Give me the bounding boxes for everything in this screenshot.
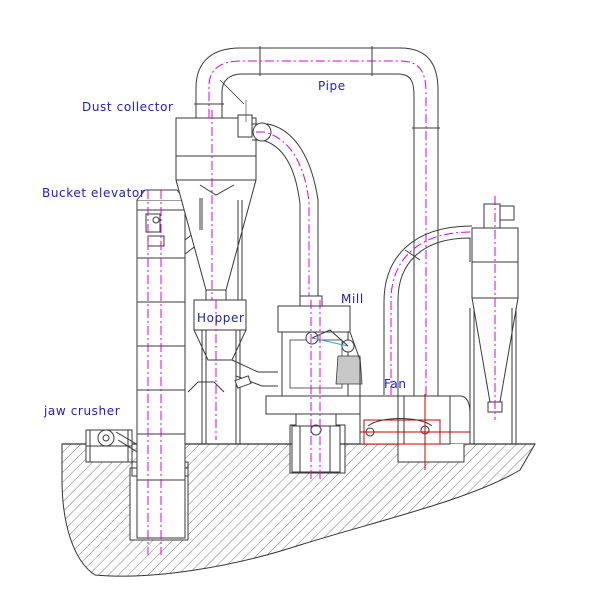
fan: [359, 392, 471, 470]
material-pile: [335, 355, 363, 385]
label-jaw-crusher: jaw crusher: [43, 404, 120, 418]
label-fan: Fan: [384, 377, 407, 391]
hopper: [187, 299, 278, 444]
label-mill: Mill: [341, 292, 364, 306]
dust-collector: [175, 110, 257, 300]
label-dust-collector: Dust collector: [82, 100, 174, 114]
flywheel-icon: [97, 429, 115, 447]
label-bucket-elevator: Bucket elevator: [42, 186, 145, 200]
label-pipe: Pipe: [318, 79, 346, 93]
pipe: [194, 46, 473, 420]
labels: Dust collector Pipe Bucket elevator Mill…: [42, 79, 407, 418]
elevator-motor: [145, 213, 161, 233]
label-hopper: Hopper: [197, 311, 245, 325]
cyclone: [469, 196, 519, 444]
mill: [265, 295, 371, 480]
leader-lines: [219, 79, 247, 122]
